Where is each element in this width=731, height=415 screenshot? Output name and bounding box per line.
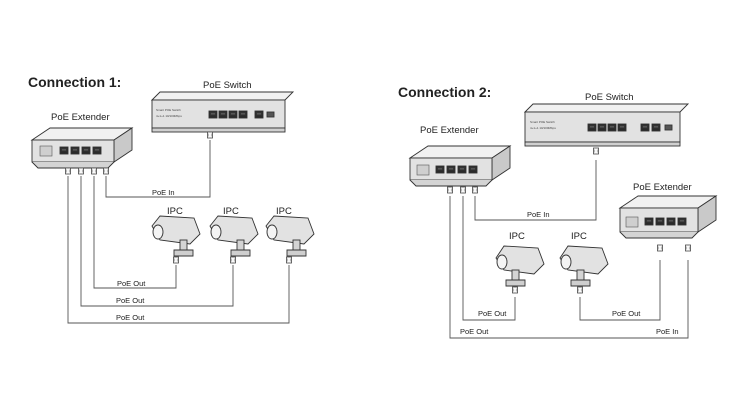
poe-out-cable-2a bbox=[462, 196, 516, 321]
ipc-2b-label: IPC bbox=[571, 231, 587, 242]
poe-in-cable-1 bbox=[105, 140, 211, 198]
poe-extender-2b-label: PoE Extender bbox=[633, 182, 692, 193]
poe-out-cable-2b bbox=[579, 260, 661, 321]
connection-1-cables bbox=[67, 140, 290, 324]
poe-switch-1-label: PoE Switch bbox=[203, 80, 252, 91]
connection-1-title: Connection 1: bbox=[28, 74, 122, 90]
connection-1-diagram bbox=[30, 91, 315, 324]
switch-1-plug bbox=[207, 131, 213, 139]
poe-link-cable-2 bbox=[449, 196, 689, 339]
poe-in-label-2a: PoE In bbox=[527, 210, 550, 219]
extender-1-plugs bbox=[65, 167, 109, 175]
ipc-camera-1a bbox=[151, 215, 201, 264]
poe-out-label-1b: PoE Out bbox=[116, 296, 145, 305]
poe-out-cable-1c bbox=[67, 176, 290, 324]
poe-out-cable-1b bbox=[80, 176, 234, 307]
poe-extender-2a-label: PoE Extender bbox=[420, 125, 479, 136]
poe-switch-2-text-1: Smart POE Switch bbox=[530, 120, 555, 124]
poe-in-cable-2a bbox=[474, 160, 597, 221]
poe-switch-2-text-2: 4+1+1 10/100Mbps bbox=[530, 126, 556, 130]
poe-extender-2b bbox=[618, 195, 718, 239]
switch-2-plug bbox=[593, 147, 599, 155]
poe-out-label-1c: PoE Out bbox=[116, 313, 145, 322]
poe-switch-1 bbox=[150, 91, 295, 133]
ipc-camera-1b bbox=[209, 215, 259, 264]
ipc-1c-label: IPC bbox=[276, 206, 292, 217]
ipc-camera-2a bbox=[495, 245, 545, 294]
connection-2-title: Connection 2: bbox=[398, 84, 492, 100]
ipc-camera-1c bbox=[265, 215, 315, 264]
poe-extender-2a bbox=[408, 145, 512, 187]
extender-2b-plugs bbox=[657, 244, 691, 252]
poe-out-label-1a: PoE Out bbox=[117, 279, 146, 288]
poe-out-label-2c: PoE Out bbox=[460, 327, 489, 336]
poe-out-label-2a: PoE Out bbox=[478, 309, 507, 318]
poe-switch-1-text-2: 4+1+1 10/100Mbps bbox=[156, 114, 182, 118]
ipc-camera-2b bbox=[559, 245, 609, 294]
connection-2-cables bbox=[449, 160, 689, 339]
poe-in-label-1: PoE In bbox=[152, 188, 175, 197]
ipc-2a-label: IPC bbox=[509, 231, 525, 242]
poe-switch-2-label: PoE Switch bbox=[585, 92, 634, 103]
ipc-1b-label: IPC bbox=[223, 206, 239, 217]
ipc-1a-label: IPC bbox=[167, 206, 183, 217]
poe-out-label-2b: PoE Out bbox=[612, 309, 641, 318]
poe-in-label-2b: PoE In bbox=[656, 327, 679, 336]
poe-switch-2 bbox=[523, 103, 690, 147]
poe-out-cable-1a bbox=[93, 176, 177, 289]
connection-2-diagram bbox=[408, 103, 718, 339]
poe-extender-1-label: PoE Extender bbox=[51, 112, 110, 123]
poe-switch-1-text-1: Smart POE Switch bbox=[156, 108, 181, 112]
extender-2a-plugs bbox=[447, 186, 478, 194]
poe-extender-1 bbox=[30, 127, 134, 169]
